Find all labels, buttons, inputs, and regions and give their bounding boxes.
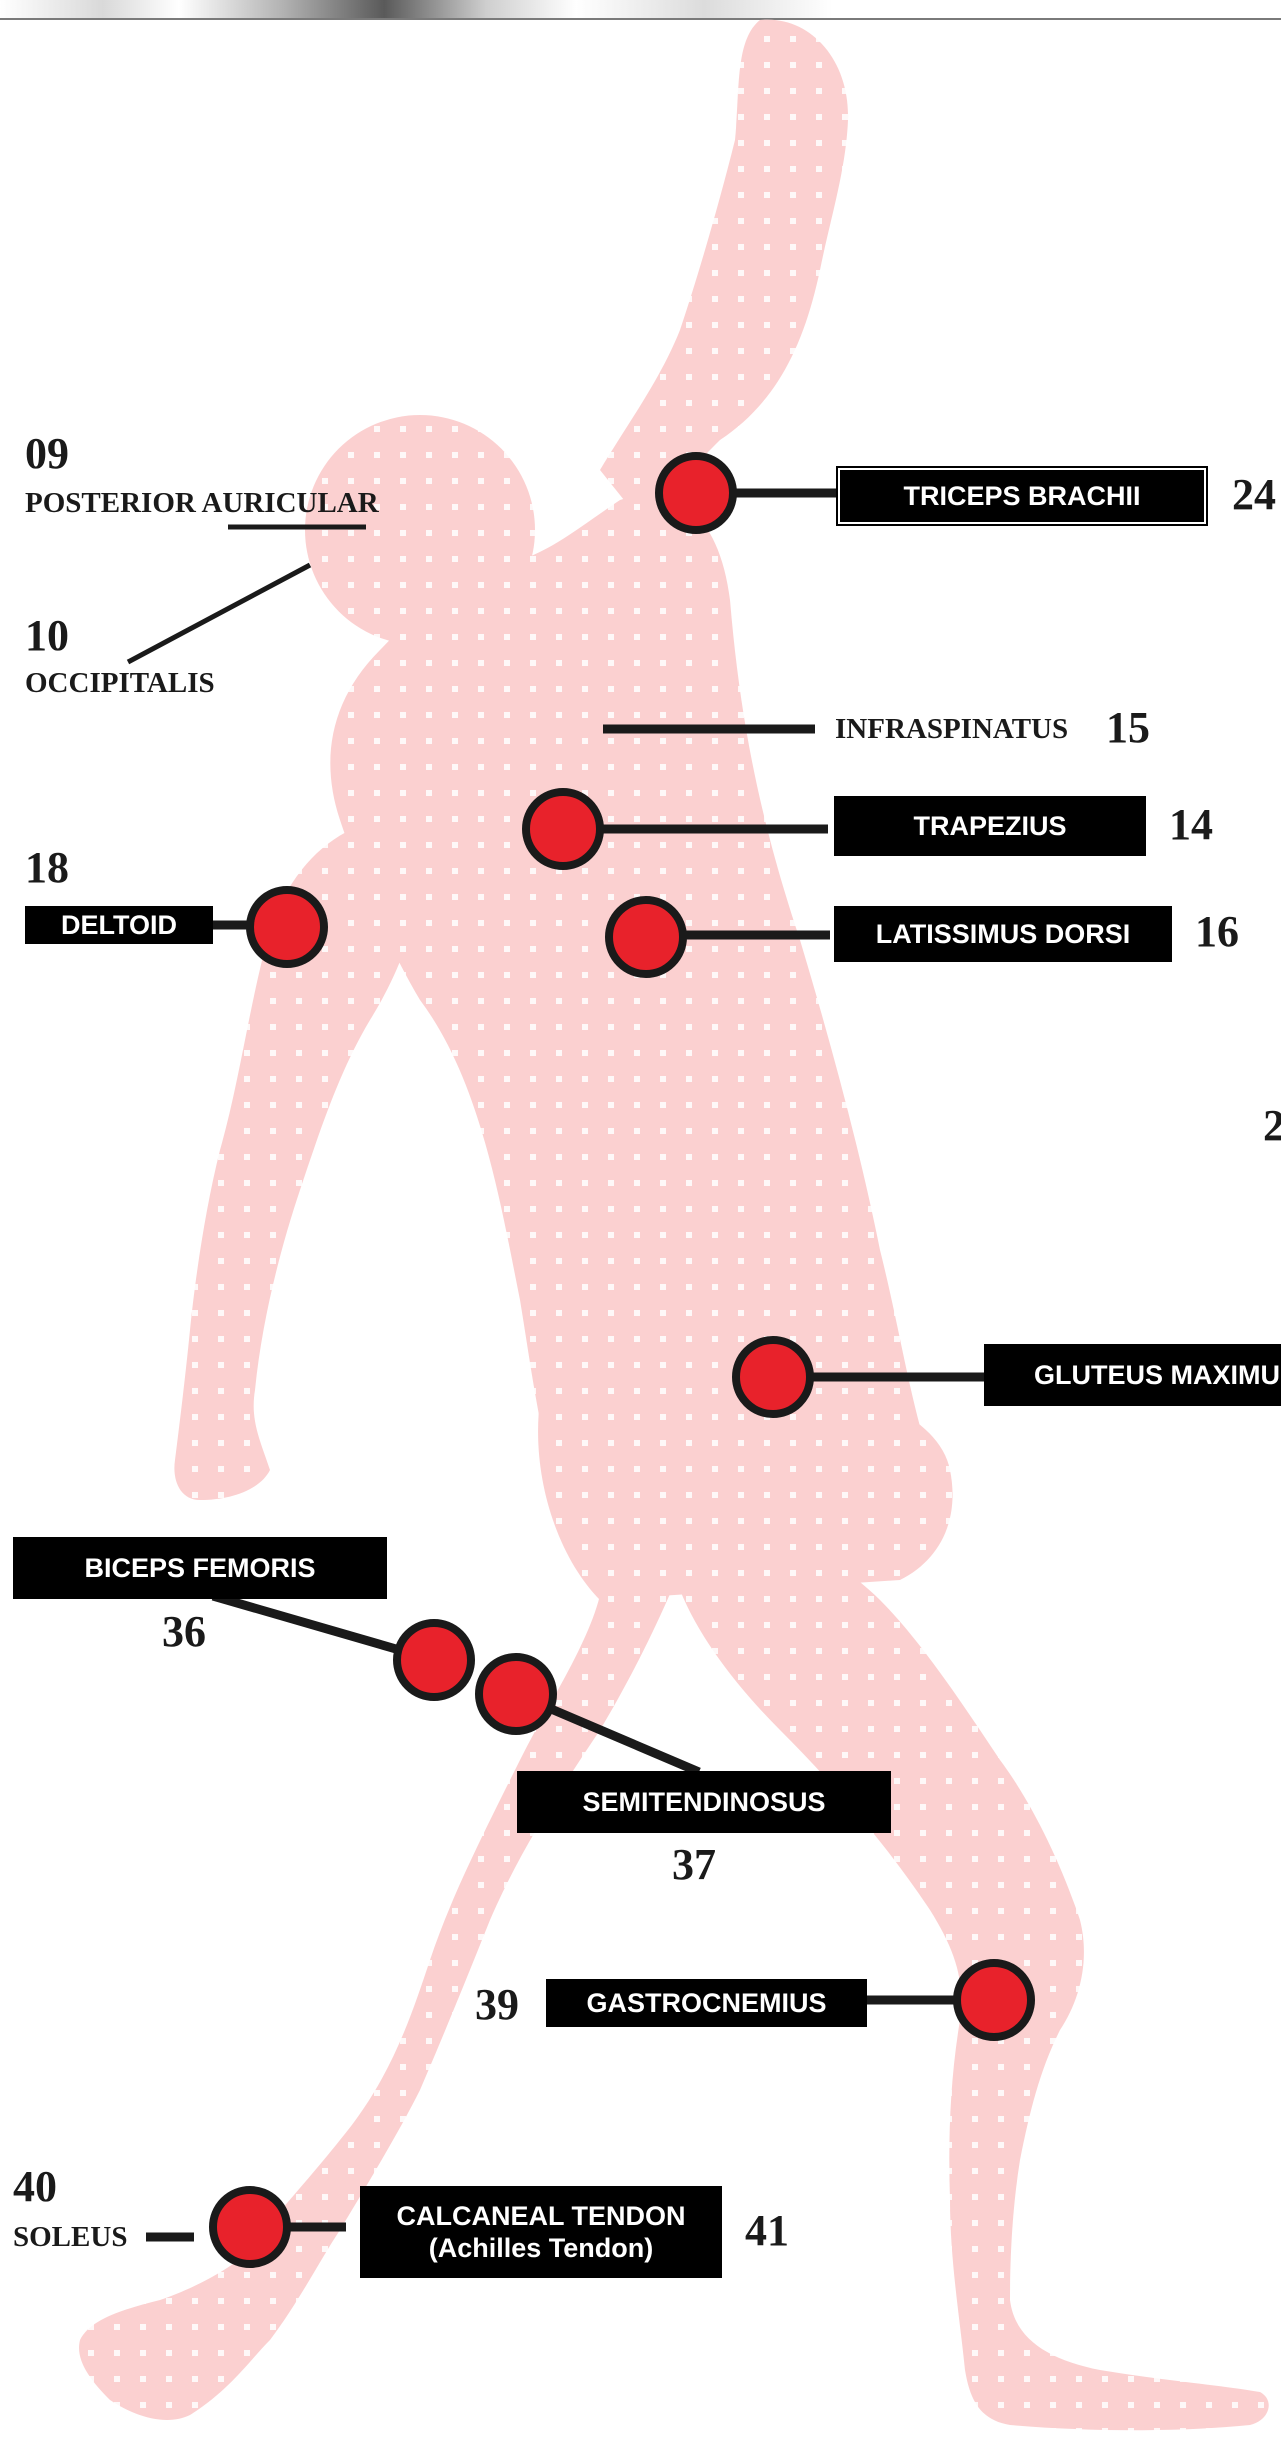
- marker-gluteus-maximus[interactable]: [736, 1340, 810, 1414]
- label-number-14: 14: [1169, 803, 1213, 847]
- label-number-09: 09: [25, 432, 69, 476]
- label-number-10: 10: [25, 614, 69, 658]
- marker-latissimus-dorsi[interactable]: [609, 900, 683, 974]
- marker-deltoid[interactable]: [250, 890, 324, 964]
- marker-gastrocnemius[interactable]: [957, 1963, 1031, 2037]
- label-number-40: 40: [13, 2165, 57, 2209]
- label-deltoid: DELTOID: [25, 906, 213, 944]
- label-number-36: 36: [162, 1610, 206, 1654]
- marker-calcaneal-tendon[interactable]: [213, 2190, 287, 2264]
- label-number-39: 39: [475, 1983, 519, 2027]
- marker-triceps-brachii[interactable]: [659, 456, 733, 530]
- label-gastrocnemius: GASTROCNEMIUS: [546, 1979, 867, 2027]
- label-soleus: SOLEUS: [13, 2219, 127, 2255]
- label-triceps-brachii: TRICEPS BRACHII: [836, 466, 1208, 526]
- label-number-24: 24: [1232, 473, 1276, 517]
- marker-semitendinosus[interactable]: [479, 1657, 553, 1731]
- marker-biceps-femoris[interactable]: [397, 1623, 471, 1697]
- label-trapezius: TRAPEZIUS: [834, 796, 1146, 856]
- label-number-partial: 2: [1263, 1104, 1281, 1148]
- label-number-15: 15: [1106, 706, 1150, 750]
- label-posterior-auricular: POSTERIOR AURICULAR: [25, 485, 225, 521]
- label-calcaneal-tendon: CALCANEAL TENDON (Achilles Tendon): [360, 2186, 722, 2278]
- leader-line-occipitalis: [128, 565, 310, 662]
- label-occipitalis: OCCIPITALIS: [25, 665, 215, 701]
- marker-trapezius[interactable]: [526, 792, 600, 866]
- label-semitendinosus: SEMITENDINOSUS: [517, 1771, 891, 1833]
- label-number-41: 41: [745, 2209, 789, 2253]
- label-number-18: 18: [25, 846, 69, 890]
- label-number-37: 37: [672, 1843, 716, 1887]
- label-latissimus-dorsi: LATISSIMUS DORSI: [834, 906, 1172, 962]
- label-number-16: 16: [1195, 910, 1239, 954]
- label-biceps-femoris: BICEPS FEMORIS: [13, 1537, 387, 1599]
- label-infraspinatus: INFRASPINATUS: [835, 711, 1068, 747]
- label-gluteus-maximus: GLUTEUS MAXIMU: [984, 1344, 1281, 1406]
